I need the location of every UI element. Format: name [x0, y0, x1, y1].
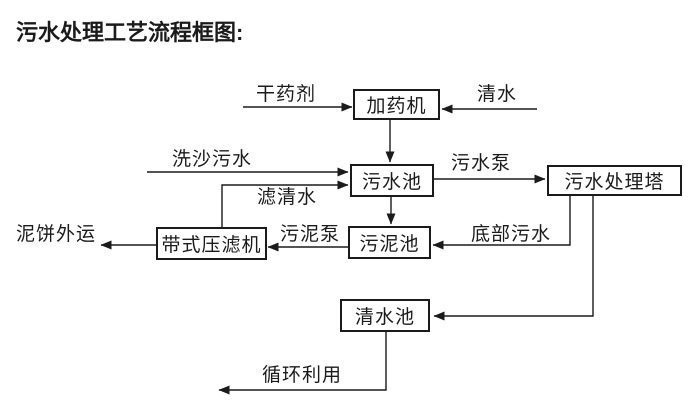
- label-filtered-water: 滤清水: [257, 187, 318, 208]
- page-title: 污水处理工艺流程框图:: [16, 20, 244, 45]
- label-sand-washing-sewage: 洗沙污水: [172, 149, 253, 170]
- label-recycle-use: 循环利用: [262, 365, 343, 386]
- label-mud-cake-out: 泥饼外运: [16, 224, 97, 245]
- node-dosing-machine: 加药机: [353, 89, 440, 120]
- edge-tower-to-clean-pool: [433, 196, 594, 321]
- label-sludge-pump: 污泥泵: [280, 224, 341, 245]
- node-sewage-pool: 污水池: [350, 164, 434, 197]
- edge-filtered-water-to-sewage-pool: [221, 180, 349, 227]
- node-belt-filter-press: 带式压滤机: [156, 227, 267, 260]
- edge-tower-to-sludge-pool: [432, 196, 571, 250]
- node-sewage-treatment-tower: 污水处理塔: [547, 165, 682, 196]
- node-clean-water-pool: 清水池: [340, 299, 430, 332]
- edge-clean-pool-to-recycle: [218, 332, 387, 395]
- label-bottom-sewage: 底部污水: [471, 224, 552, 245]
- label-dry-chemical: 干药剂: [256, 84, 317, 105]
- label-clean-water: 清水: [477, 84, 518, 105]
- node-sludge-pool: 污泥池: [348, 226, 431, 259]
- label-sewage-pump: 污水泵: [451, 153, 512, 174]
